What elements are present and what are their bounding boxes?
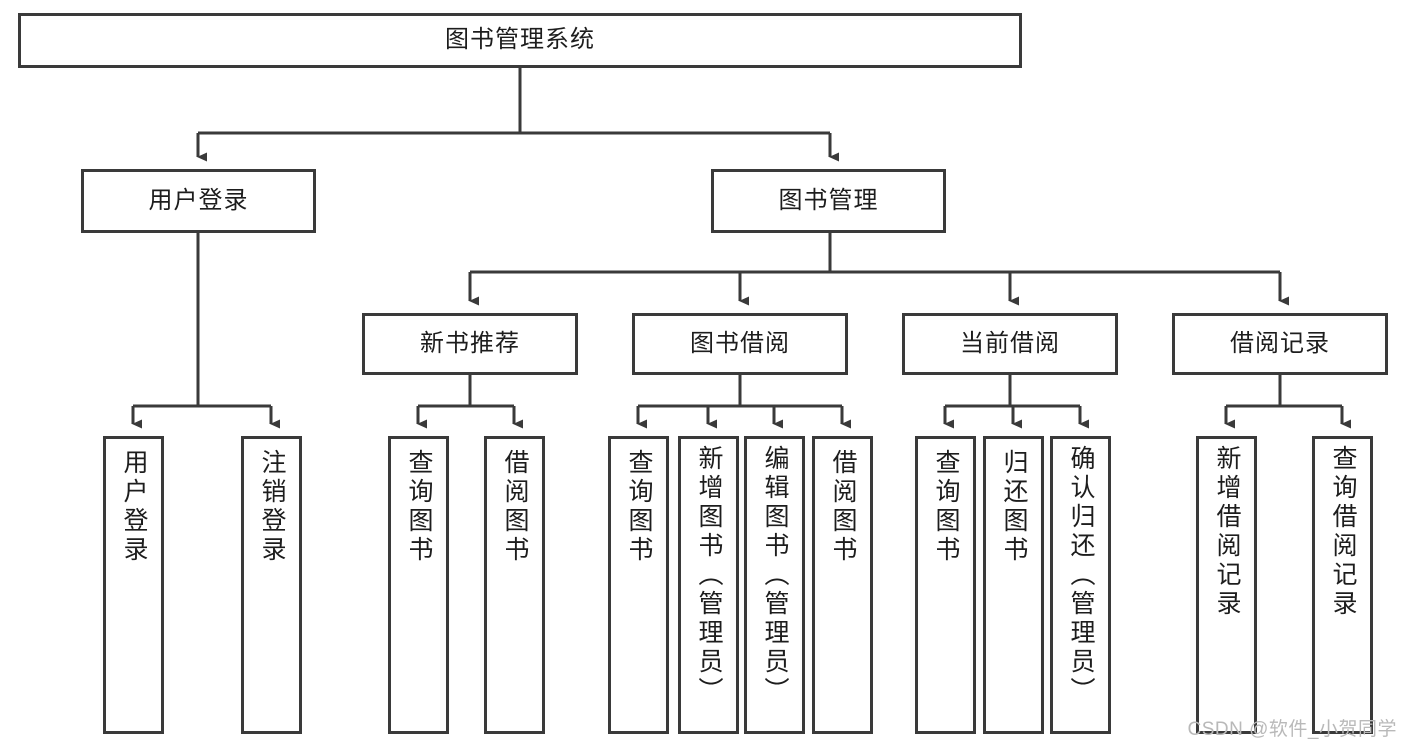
leaf-recommend-borrow-book[interactable]: 借阅图书 [484,436,545,734]
leaf-borrow-edit-book-admin[interactable]: 编辑图书（管理员） [744,436,805,734]
leaf-label: 查询图书 [625,449,653,565]
leaf-label: 归还图书 [1000,449,1028,565]
leaf-label: 查询图书 [405,449,433,565]
leaf-label: 用户登录 [120,449,148,565]
node-label: 借阅记录 [1230,329,1330,357]
leaf-label: 编辑图书（管理员） [761,445,789,706]
leaf-label: 确认归还（管理员） [1067,445,1095,706]
node-borrow-record[interactable]: 借阅记录 [1172,313,1388,375]
leaf-label: 新增借阅记录 [1213,445,1241,619]
node-label: 图书借阅 [690,329,790,357]
node-user-login[interactable]: 用户登录 [81,169,316,233]
leaf-recommend-query-book[interactable]: 查询图书 [388,436,449,734]
node-label: 新书推荐 [420,329,520,357]
leaf-label: 新增图书（管理员） [695,445,723,706]
leaf-record-query-record[interactable]: 查询借阅记录 [1312,436,1373,734]
node-label: 图书管理系统 [445,26,595,54]
node-current-borrow[interactable]: 当前借阅 [902,313,1118,375]
leaf-current-query-book[interactable]: 查询图书 [915,436,976,734]
leaf-user-login-login[interactable]: 用户登录 [103,436,164,734]
leaf-record-add-record[interactable]: 新增借阅记录 [1196,436,1257,734]
node-book-management[interactable]: 图书管理 [711,169,946,233]
leaf-borrow-query-book[interactable]: 查询图书 [608,436,669,734]
leaf-borrow-borrow-book[interactable]: 借阅图书 [812,436,873,734]
leaf-user-login-logout[interactable]: 注销登录 [241,436,302,734]
node-label: 当前借阅 [960,329,1060,357]
leaf-label: 注销登录 [258,449,286,565]
leaf-current-return-book[interactable]: 归还图书 [983,436,1044,734]
leaf-label: 查询借阅记录 [1329,445,1357,619]
leaf-label: 查询图书 [932,449,960,565]
leaf-borrow-add-book-admin[interactable]: 新增图书（管理员） [678,436,739,734]
leaf-label: 借阅图书 [501,449,529,565]
node-root-system[interactable]: 图书管理系统 [18,13,1022,68]
node-label: 图书管理 [778,186,879,214]
leaf-label: 借阅图书 [829,449,857,565]
leaf-current-confirm-return-admin[interactable]: 确认归还（管理员） [1050,436,1111,734]
node-new-book-recommend[interactable]: 新书推荐 [362,313,578,375]
node-book-borrow[interactable]: 图书借阅 [632,313,848,375]
node-label: 用户登录 [148,186,249,214]
